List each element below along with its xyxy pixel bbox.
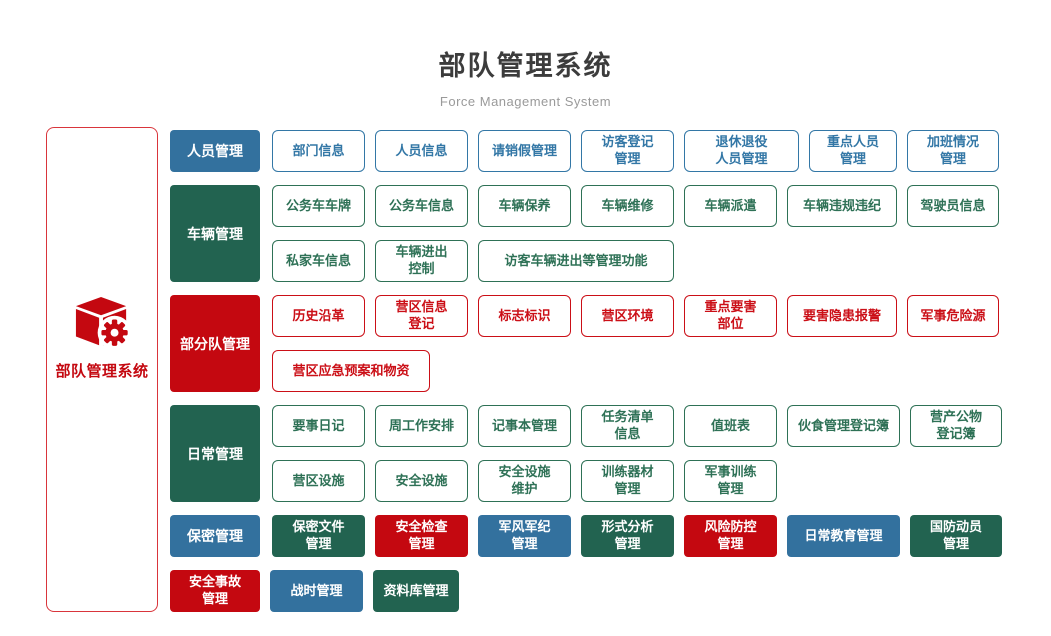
diagram-node: 车辆保养 bbox=[478, 185, 571, 227]
diagram-node: 车辆进出 控制 bbox=[375, 240, 468, 282]
diagram-node: 私家车信息 bbox=[272, 240, 365, 282]
diagram-node: 形式分析 管理 bbox=[581, 515, 674, 557]
diagram-node: 重点人员 管理 bbox=[809, 130, 897, 172]
diagram-node: 营区设施 bbox=[272, 460, 365, 502]
root-node-label: 部队管理系统 bbox=[55, 363, 149, 380]
diagram-node: 营区信息 登记 bbox=[375, 295, 468, 337]
diagram-node: 车辆派遣 bbox=[684, 185, 777, 227]
diagram-node: 驾驶员信息 bbox=[907, 185, 999, 227]
diagram-node: 退休退役 人员管理 bbox=[684, 130, 799, 172]
category-node-daily: 日常管理 bbox=[170, 405, 260, 502]
diagram-node: 值班表 bbox=[684, 405, 777, 447]
diagram-node: 安全事故 管理 bbox=[170, 570, 260, 612]
cube-gear-icon bbox=[75, 296, 132, 350]
diagram-node: 安全设施 bbox=[375, 460, 468, 502]
diagram-node: 营产公物 登记簿 bbox=[910, 405, 1002, 447]
diagram-node: 记事本管理 bbox=[478, 405, 571, 447]
diagram-node: 保密文件 管理 bbox=[272, 515, 365, 557]
diagram-node: 训练器材 管理 bbox=[581, 460, 674, 502]
diagram-node: 重点要害 部位 bbox=[684, 295, 777, 337]
diagram-node: 公务车车牌 bbox=[272, 185, 365, 227]
diagram-node: 请销假管理 bbox=[478, 130, 571, 172]
diagram-node: 营区应急预案和物资 bbox=[272, 350, 430, 392]
diagram-node: 标志标识 bbox=[478, 295, 571, 337]
diagram-node: 历史沿革 bbox=[272, 295, 365, 337]
page-subtitle: Force Management System bbox=[439, 94, 612, 109]
diagram-node: 周工作安排 bbox=[375, 405, 468, 447]
diagram-group-secrecy: 保密管理保密文件 管理安全检查 管理军风军纪 管理形式分析 管理风险防控 管理日… bbox=[170, 515, 1002, 557]
diagram-node: 加班情况 管理 bbox=[907, 130, 999, 172]
diagram-node: 军风军纪 管理 bbox=[478, 515, 571, 557]
category-node-sub-units: 部分队管理 bbox=[170, 295, 260, 392]
page-title: 部队管理系统 bbox=[438, 51, 613, 81]
diagram-node: 车辆维修 bbox=[581, 185, 674, 227]
diagram-group-personnel: 人员管理部门信息人员信息请销假管理访客登记 管理退休退役 人员管理重点人员 管理… bbox=[170, 130, 1002, 172]
diagram-node: 日常教育管理 bbox=[787, 515, 900, 557]
diagram-node: 公务车信息 bbox=[375, 185, 468, 227]
diagram-node: 资料库管理 bbox=[373, 570, 459, 612]
category-node-personnel: 人员管理 bbox=[170, 130, 260, 172]
diagram-node: 任务清单 信息 bbox=[581, 405, 674, 447]
category-node-secrecy: 保密管理 bbox=[170, 515, 260, 557]
diagram-node: 安全设施 维护 bbox=[478, 460, 571, 502]
diagram-rows: 人员管理部门信息人员信息请销假管理访客登记 管理退休退役 人员管理重点人员 管理… bbox=[170, 130, 1002, 625]
diagram-node: 访客登记 管理 bbox=[581, 130, 674, 172]
diagram-node: 战时管理 bbox=[270, 570, 363, 612]
diagram-node: 车辆违规违纪 bbox=[787, 185, 897, 227]
diagram-node: 部门信息 bbox=[272, 130, 365, 172]
diagram-group-sub-units: 部分队管理历史沿革营区信息 登记标志标识营区环境重点要害 部位要害隐患报警军事危… bbox=[170, 295, 1002, 392]
diagram-group-bottom: 安全事故 管理战时管理资料库管理 bbox=[170, 570, 1002, 612]
category-node-vehicles: 车辆管理 bbox=[170, 185, 260, 282]
diagram-node: 军事训练 管理 bbox=[684, 460, 777, 502]
diagram-group-daily: 日常管理要事日记周工作安排记事本管理任务清单 信息值班表伙食管理登记簿营产公物 … bbox=[170, 405, 1002, 502]
diagram-node: 风险防控 管理 bbox=[684, 515, 777, 557]
diagram-node: 要事日记 bbox=[272, 405, 365, 447]
page-header: 部队管理系统 Force Management System bbox=[0, 44, 1051, 109]
diagram-node: 营区环境 bbox=[581, 295, 674, 337]
root-node: 部队管理系统 bbox=[46, 127, 158, 612]
diagram-node: 人员信息 bbox=[375, 130, 468, 172]
diagram-node: 伙食管理登记簿 bbox=[787, 405, 900, 447]
diagram-node: 要害隐患报警 bbox=[787, 295, 897, 337]
diagram-node: 安全检查 管理 bbox=[375, 515, 468, 557]
diagram-group-vehicles: 车辆管理公务车车牌公务车信息车辆保养车辆维修车辆派遣车辆违规违纪驾驶员信息私家车… bbox=[170, 185, 1002, 282]
diagram-node: 访客车辆进出等管理功能 bbox=[478, 240, 674, 282]
diagram-node: 国防动员 管理 bbox=[910, 515, 1002, 557]
diagram-node: 军事危险源 bbox=[907, 295, 999, 337]
